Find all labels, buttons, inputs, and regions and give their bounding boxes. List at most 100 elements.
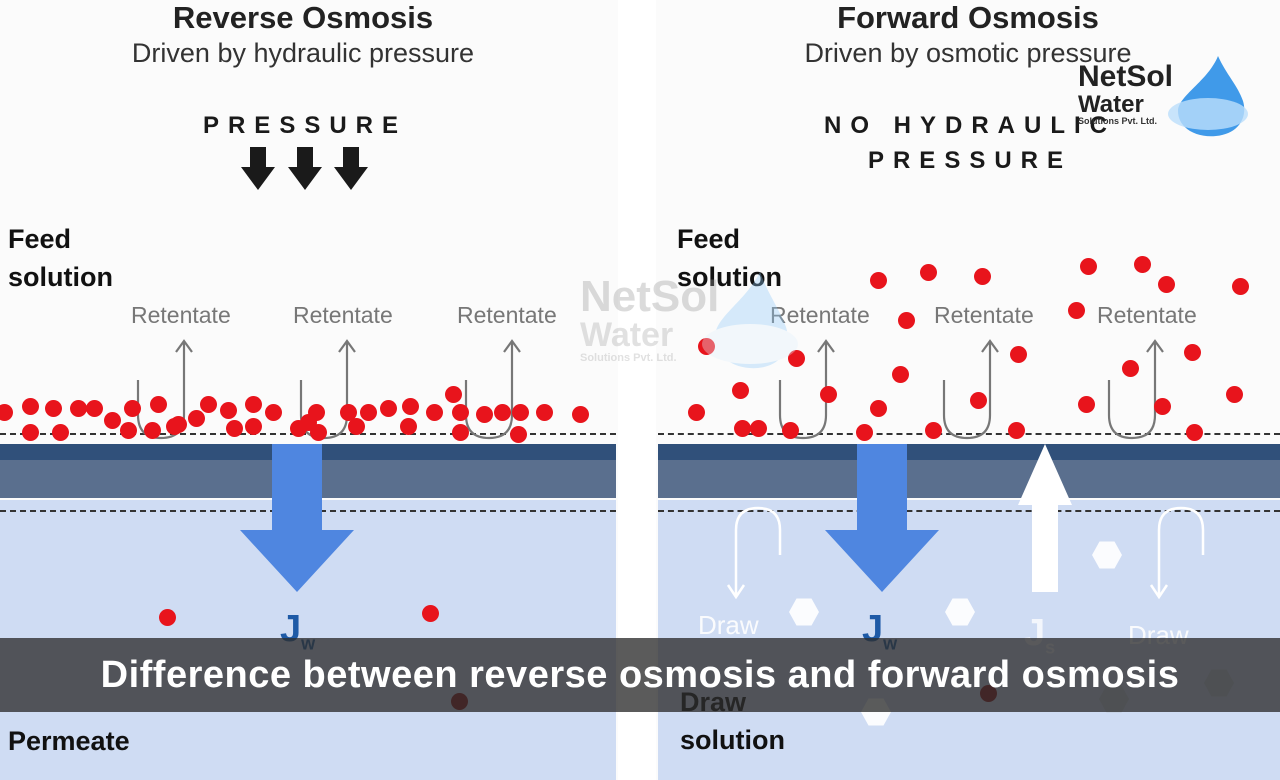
ro-solute-particle bbox=[45, 400, 62, 417]
ro-solute-particle bbox=[452, 424, 469, 441]
ro-solute-particle bbox=[22, 398, 39, 415]
ro-solute-particle bbox=[340, 404, 357, 421]
fo-feed-solution-label: Feed solution bbox=[677, 224, 782, 292]
ro-feed-solution-label: Feed solution bbox=[8, 224, 113, 292]
ro-solute-particle bbox=[380, 400, 397, 417]
ro-solute-particle bbox=[572, 406, 589, 423]
ro-solute-particle bbox=[308, 404, 325, 421]
fo-solute-particle bbox=[1078, 396, 1095, 413]
fo-solute-particle bbox=[1226, 386, 1243, 403]
fo-solute-particle bbox=[1158, 276, 1175, 293]
ro-retentate-label-2: Retentate bbox=[293, 302, 393, 328]
fo-retentate-label-1: Retentate bbox=[770, 302, 870, 328]
fo-solute-particle bbox=[782, 422, 799, 439]
ro-retentate-label-3: Retentate bbox=[457, 302, 557, 328]
ro-solute-particle bbox=[166, 418, 183, 435]
fo-membrane bbox=[658, 460, 1280, 498]
fo-solute-particle bbox=[970, 392, 987, 409]
fo-retentate-arrow-2 bbox=[942, 339, 999, 440]
fo-solute-particle bbox=[1010, 346, 1027, 363]
ro-retentate-label-1: Retentate bbox=[131, 302, 231, 328]
watermark-drop-icon bbox=[702, 272, 798, 369]
ro-solute-particle bbox=[200, 396, 217, 413]
fo-retentate-arrow-3 bbox=[1107, 339, 1164, 440]
fo-feed-boundary-line bbox=[658, 433, 1280, 435]
fo-pressure-label: PRESSURE bbox=[867, 147, 1073, 174]
fo-no-hydraulic-label: NO HYDRAULIC bbox=[824, 112, 1116, 139]
ro-permeate-solute bbox=[159, 609, 176, 626]
ro-solute-particle bbox=[226, 420, 243, 437]
fo-solute-particle bbox=[1068, 302, 1085, 319]
ro-solute-particle bbox=[220, 402, 237, 419]
fo-solute-particle bbox=[925, 422, 942, 439]
ro-solute-particle bbox=[265, 404, 282, 421]
fo-water-flux-arrow bbox=[825, 444, 939, 592]
watermark-tagline: Solutions Pvt. Ltd. bbox=[580, 352, 677, 364]
fo-solute-particle bbox=[898, 312, 915, 329]
fo-solute-particle bbox=[1008, 422, 1025, 439]
draw-solute-hexagon bbox=[945, 598, 975, 626]
draw-label-left: Draw bbox=[698, 610, 759, 640]
fo-solute-particle bbox=[732, 382, 749, 399]
fo-membrane-top bbox=[658, 444, 1280, 460]
ro-solute-particle bbox=[510, 426, 527, 443]
fo-solute-particle bbox=[698, 338, 715, 355]
ro-solute-particle bbox=[452, 404, 469, 421]
pressure-arrow-1 bbox=[241, 147, 275, 190]
ro-solute-particle bbox=[245, 418, 262, 435]
ro-solute-particle bbox=[245, 396, 262, 413]
water-drop-icon bbox=[1168, 56, 1248, 137]
ro-solute-particle bbox=[402, 398, 419, 415]
ro-solute-particle bbox=[188, 410, 205, 427]
ro-solute-particle bbox=[22, 424, 39, 441]
ro-pressure-label: PRESSURE bbox=[202, 112, 408, 139]
logo-netsol: NetSol bbox=[1078, 60, 1174, 93]
pressure-arrow-3 bbox=[334, 147, 368, 190]
fo-solute-particle bbox=[788, 350, 805, 367]
fo-solute-particle bbox=[1134, 256, 1151, 273]
ro-solute-particle bbox=[536, 404, 553, 421]
watermark-water: Water bbox=[580, 316, 674, 354]
caption-text: Difference between reverse osmosis and f… bbox=[100, 653, 1180, 696]
pressure-arrows bbox=[241, 147, 368, 190]
fo-solute-particle bbox=[1186, 424, 1203, 441]
fo-solute-flux-arrow bbox=[1018, 444, 1072, 592]
fo-solute-particle bbox=[1184, 344, 1201, 361]
fo-solute-particle bbox=[688, 404, 705, 421]
fo-solute-particle bbox=[1154, 398, 1171, 415]
ro-solute-particle bbox=[348, 418, 365, 435]
fo-solute-particle bbox=[870, 400, 887, 417]
ro-permeate-solute bbox=[422, 605, 439, 622]
fo-solute-particle bbox=[870, 272, 887, 289]
ro-solute-particle bbox=[400, 418, 417, 435]
fo-subtitle: Driven by osmotic pressure bbox=[804, 38, 1132, 68]
ro-solute-particle bbox=[144, 422, 161, 439]
permeate-label: Permeate bbox=[8, 726, 130, 756]
draw-loop-arrow-2 bbox=[1149, 506, 1205, 600]
fo-solute-particle bbox=[1080, 258, 1097, 275]
ro-solute-particle bbox=[476, 406, 493, 423]
caption-banner: Difference between reverse osmosis and f… bbox=[0, 638, 1280, 712]
ro-solute-particle bbox=[290, 420, 307, 437]
ro-water-flux-arrow bbox=[240, 444, 354, 592]
fo-title: Forward Osmosis bbox=[837, 0, 1099, 35]
fo-retentate-label-3: Retentate bbox=[1097, 302, 1197, 328]
draw-solute-hexagon bbox=[1092, 541, 1122, 569]
draw-solute-hexagon bbox=[789, 598, 819, 626]
logo-tagline: Solutions Pvt. Ltd. bbox=[1078, 116, 1157, 126]
fo-draw-boundary-line bbox=[658, 510, 1280, 512]
ro-retentate-arrow-3 bbox=[464, 339, 521, 440]
ro-solute-particle bbox=[0, 404, 13, 421]
ro-solute-particle bbox=[310, 424, 327, 441]
ro-solute-particle bbox=[52, 424, 69, 441]
ro-solute-particle bbox=[360, 404, 377, 421]
ro-solute-particle bbox=[512, 404, 529, 421]
ro-solute-particle bbox=[494, 404, 511, 421]
fo-solute-particle bbox=[820, 386, 837, 403]
fo-solute-particle bbox=[974, 268, 991, 285]
fo-solute-particle bbox=[1122, 360, 1139, 377]
fo-solute-particle bbox=[750, 420, 767, 437]
fo-solute-particle bbox=[734, 420, 751, 437]
fo-solute-particle bbox=[892, 366, 909, 383]
